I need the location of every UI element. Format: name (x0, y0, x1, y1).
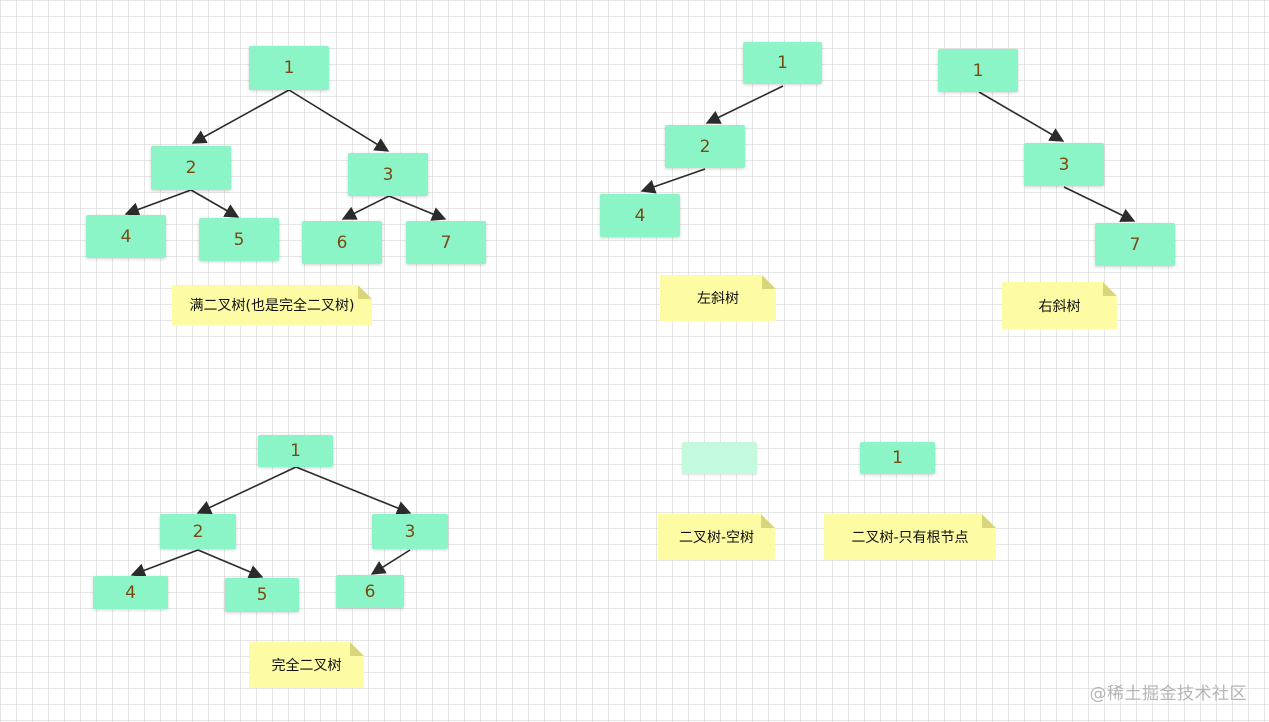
note-left-skewed-label: 左斜树 (697, 291, 739, 307)
full-tree-node-4[interactable]: 4 (86, 215, 166, 258)
full-tree-node-1[interactable]: 1 (249, 46, 329, 90)
complete-tree-node-2[interactable]: 2 (160, 514, 236, 549)
edge-full-3-6 (341, 195, 390, 220)
full-tree-node-6[interactable]: 6 (302, 221, 382, 264)
left-skewed-node-2[interactable]: 2 (665, 125, 745, 168)
note-left-skewed[interactable]: 左斜树 (660, 275, 776, 321)
edge-complete-2-4 (130, 549, 199, 578)
complete-tree-node-1[interactable]: 1 (258, 435, 333, 467)
complete-tree-node-4[interactable]: 4 (93, 576, 168, 609)
right-skewed-node-1[interactable]: 1 (938, 49, 1018, 92)
note-empty-tree-label: 二叉树-空树 (678, 530, 755, 546)
edge-left-1-2 (705, 85, 784, 124)
edge-right-1-3 (978, 91, 1065, 142)
full-tree-node-7[interactable]: 7 (406, 221, 486, 264)
edge-full-3-7 (388, 195, 447, 221)
left-skewed-node-4[interactable]: 4 (600, 194, 680, 237)
note-root-only-label: 二叉树-只有根节点 (851, 530, 969, 546)
note-right-skewed[interactable]: 右斜树 (1002, 282, 1117, 329)
edge-full-1-2 (191, 89, 290, 144)
complete-tree-node-3[interactable]: 3 (372, 514, 448, 549)
note-complete-binary-tree[interactable]: 完全二叉树 (249, 642, 364, 688)
complete-tree-node-5[interactable]: 5 (225, 578, 299, 612)
edge-right-3-7 (1063, 186, 1136, 222)
watermark: @稀土掘金技术社区 (1089, 684, 1247, 704)
edge-complete-3-6 (370, 549, 411, 575)
note-right-skewed-label: 右斜树 (1038, 298, 1081, 315)
full-tree-node-3[interactable]: 3 (348, 153, 428, 196)
full-tree-node-2[interactable]: 2 (151, 146, 231, 190)
note-complete-binary-tree-label: 完全二叉树 (271, 658, 342, 674)
note-full-binary-tree[interactable]: 满二叉树(也是完全二叉树) (172, 285, 372, 325)
note-root-only[interactable]: 二叉树-只有根节点 (824, 514, 996, 560)
edge-complete-1-3 (295, 466, 412, 515)
right-skewed-node-3[interactable]: 3 (1024, 143, 1104, 186)
left-skewed-node-1[interactable]: 1 (743, 42, 822, 84)
full-tree-node-5[interactable]: 5 (199, 218, 279, 261)
edge-full-2-5 (190, 189, 240, 218)
root-only-node-1[interactable]: 1 (860, 442, 935, 474)
edge-full-1-3 (288, 89, 390, 152)
empty-tree-placeholder-node[interactable] (682, 442, 757, 474)
right-skewed-node-7[interactable]: 7 (1095, 223, 1175, 266)
note-full-binary-tree-label: 满二叉树(也是完全二叉树) (189, 298, 355, 314)
note-empty-tree[interactable]: 二叉树-空树 (658, 514, 775, 560)
edge-complete-1-2 (196, 466, 297, 515)
complete-tree-node-6[interactable]: 6 (336, 575, 404, 608)
edge-full-2-4 (124, 189, 192, 217)
edge-left-2-4 (640, 168, 706, 194)
edge-complete-2-5 (197, 549, 264, 579)
